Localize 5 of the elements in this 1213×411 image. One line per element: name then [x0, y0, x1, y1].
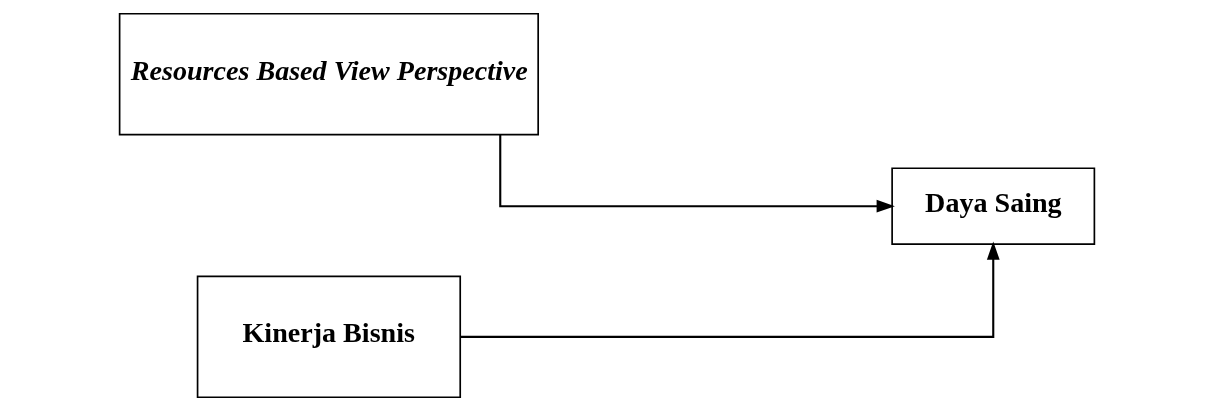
node-box: Resources Based View Perspective	[118, 12, 539, 136]
node-box: Kinerja Bisnis	[196, 275, 461, 399]
node-box: Daya Saing	[890, 167, 1095, 245]
arrow	[498, 134, 895, 213]
arrow	[460, 241, 1000, 338]
